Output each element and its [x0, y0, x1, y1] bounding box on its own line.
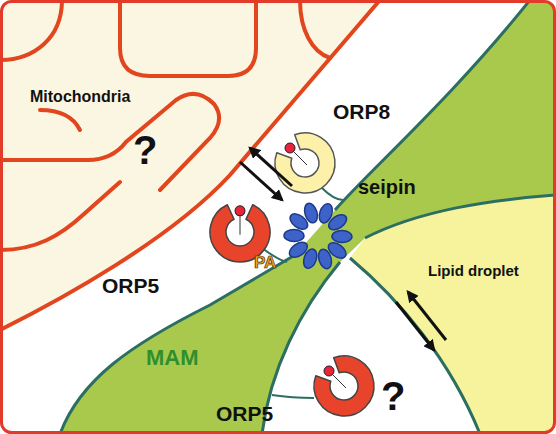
region-label: Lipid droplet — [428, 263, 552, 287]
orp8-protein — [275, 133, 335, 193]
node-text: Lipid droplet — [428, 263, 552, 280]
node-text: ORP5 — [102, 274, 190, 297]
lipid-droplet-fill — [350, 195, 555, 433]
question-mark: ? — [133, 128, 173, 176]
seipin-ring — [271, 189, 366, 284]
node-text: ORP8 — [333, 100, 417, 123]
node-text: seipin — [358, 176, 442, 198]
question-mark: ? — [381, 374, 421, 422]
region-label: Mitochondria — [30, 88, 150, 112]
protein-anchors — [262, 188, 343, 398]
region-label: MAM — [146, 346, 224, 374]
er-membrane-outline — [60, 2, 555, 433]
protein-label: seipin — [358, 176, 442, 204]
node-text: ORP5 — [216, 402, 304, 425]
orp5-protein — [314, 356, 374, 416]
lipid-label: PA — [254, 254, 294, 276]
protein-label: ORP8 — [333, 100, 417, 128]
transfer-arrows — [240, 148, 446, 350]
protein-label: ORP5 — [102, 274, 190, 302]
protein-label: ORP5 — [216, 402, 304, 430]
er-membrane-fill — [60, 2, 555, 433]
node-text: Mitochondria — [30, 88, 150, 106]
cristae — [2, 2, 331, 251]
